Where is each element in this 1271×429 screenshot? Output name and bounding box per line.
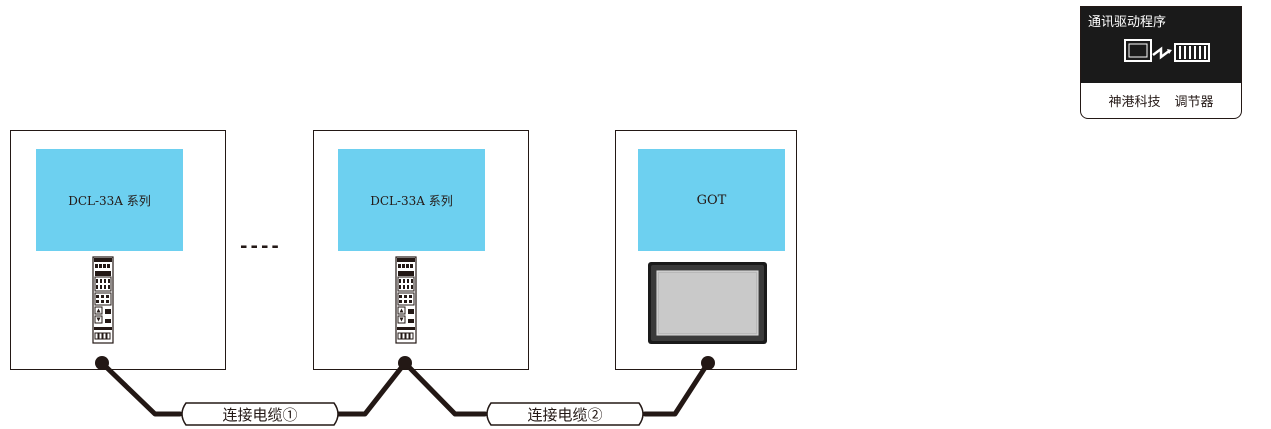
device-box-controller-1: DCL-33A 系列: [10, 130, 226, 370]
ellipsis: ----: [240, 236, 282, 257]
driver-vendor: 神港科技: [1108, 94, 1161, 110]
device-box-controller-2: DCL-33A 系列: [313, 130, 529, 370]
device-label-controller-2: DCL-33A 系列: [338, 149, 485, 251]
device-box-got: GOT: [615, 130, 797, 370]
driver-badge: 通讯驱动程序 神港科技 调节器: [1080, 6, 1242, 119]
driver-badge-title: 通讯驱动程序: [1088, 15, 1167, 30]
driver-badge-header: 通讯驱动程序: [1081, 7, 1241, 83]
driver-badge-footer: 神港科技 调节器: [1081, 82, 1241, 118]
driver-device: 调节器: [1174, 94, 1214, 110]
cable-label-2: 连接电缆②: [527, 405, 603, 424]
device-label-controller-1: DCL-33A 系列: [36, 149, 183, 251]
device-label-got: GOT: [638, 149, 785, 251]
driver-connection-icon: [1124, 39, 1210, 62]
cable-label-1: 连接电缆①: [222, 405, 298, 424]
